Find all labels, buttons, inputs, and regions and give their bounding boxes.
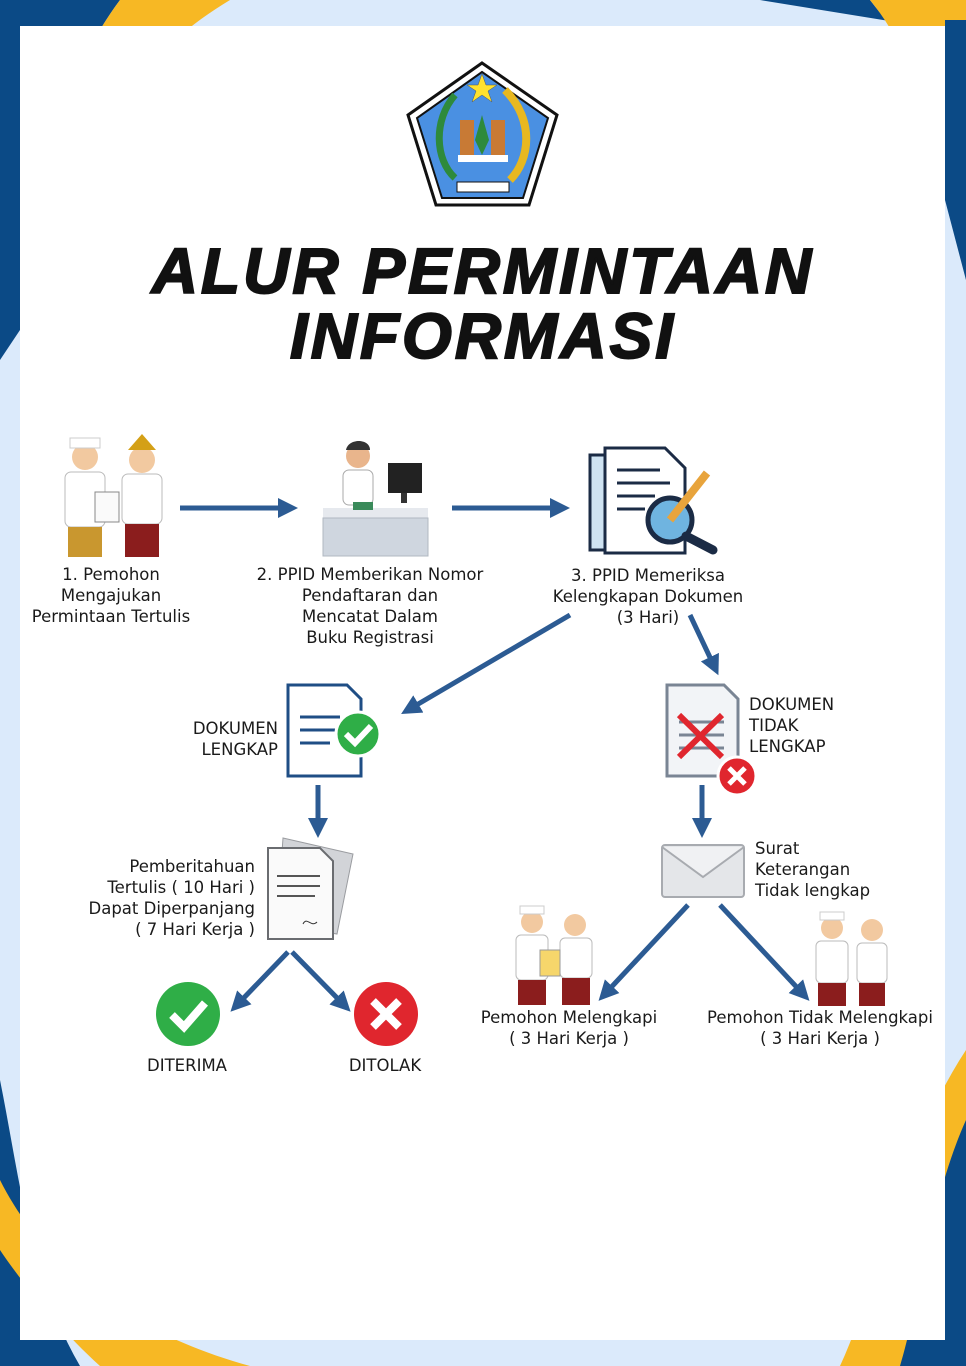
text-line: Mengajukan — [60, 586, 162, 605]
arrow-letter-to-not-completes — [718, 903, 810, 1001]
text-line: ( 7 Hari Kerja ) — [135, 920, 255, 939]
applicant-not-completes-label: Pemohon Tidak Melengkapi ( 3 Hari Kerja ) — [695, 1007, 945, 1049]
text-line: Pemohon Melengkapi — [480, 1008, 658, 1027]
text-line: Tidak lengkap — [755, 881, 871, 900]
title-line-2: INFORMASI — [289, 300, 677, 372]
text-line: Pemberitahuan — [129, 857, 255, 876]
arrow-step3-to-complete — [401, 612, 572, 715]
ppid-officer-desk-illustration — [322, 441, 429, 557]
content-card — [20, 26, 945, 1340]
arrow-step3-to-incomplete — [687, 613, 719, 676]
text-line: Tertulis ( 10 Hari ) — [107, 878, 255, 897]
text-line: (3 Hari) — [616, 608, 680, 627]
text-line: ( 3 Hari Kerja ) — [509, 1029, 629, 1048]
applicant-completes-label: Pemohon Melengkapi ( 3 Hari Kerja ) — [459, 1007, 679, 1049]
text-line: ( 3 Hari Kerja ) — [760, 1029, 880, 1048]
text-line: 1. Pemohon — [62, 565, 160, 584]
arrow-notice-to-rejected — [290, 950, 351, 1012]
incomplete-document-icon — [665, 683, 758, 797]
text-line: Pemohon Tidak Melengkapi — [707, 1008, 933, 1027]
applicants-illustration — [64, 434, 163, 557]
text-line: TIDAK — [749, 716, 799, 735]
text-line: Dapat Diperpanjang — [88, 899, 255, 918]
text-line: Keterangan — [755, 860, 851, 879]
text-line: LENGKAP — [201, 740, 278, 759]
accepted-label: DITERIMA — [147, 1056, 227, 1075]
rejected-label: DITOLAK — [348, 1056, 422, 1075]
text-line: Mencatat Dalam — [302, 607, 438, 626]
incomplete-document-label: DOKUMEN TIDAK LENGKAP — [749, 694, 834, 757]
text-line: Buku Registrasi — [306, 628, 434, 647]
document-inspection-icon — [588, 446, 718, 555]
arrow-letter-to-completes — [598, 903, 690, 1001]
text-line: 3. PPID Memeriksa — [571, 566, 725, 585]
text-line: DOKUMEN — [749, 695, 835, 714]
applicants-not-completing-illustration — [815, 911, 888, 1006]
complete-document-label: DOKUMEN LENGKAP — [150, 718, 278, 760]
envelope-icon — [661, 844, 745, 898]
text-line: 2. PPID Memberikan Nomor — [256, 565, 484, 584]
text-line: Kelengkapan Dokumen — [552, 587, 744, 606]
text-line: LENGKAP — [749, 737, 826, 756]
written-notice-icon — [267, 837, 354, 940]
text-line: Pendaftaran dan — [301, 586, 439, 605]
village-logo — [406, 61, 559, 207]
title-line-1: ALUR PERMINTAAN — [151, 235, 815, 307]
arrow-notice-to-accepted — [230, 950, 290, 1012]
complete-document-icon — [286, 683, 382, 778]
rejected-x-icon — [354, 982, 418, 1046]
text-line: Permintaan Tertulis — [31, 607, 191, 626]
accepted-check-icon — [156, 982, 220, 1046]
text-line: Surat — [755, 839, 800, 858]
text-line: DOKUMEN — [192, 719, 278, 738]
applicants-completing-illustration — [515, 905, 593, 1005]
